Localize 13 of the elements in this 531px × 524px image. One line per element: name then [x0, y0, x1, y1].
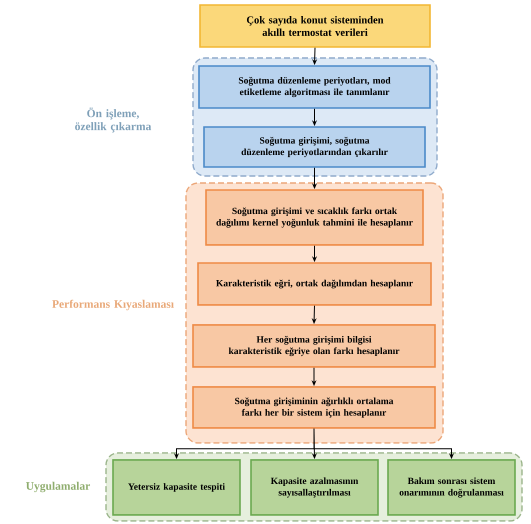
process-box: Kapasite azalmasının sayısallaştırılması	[250, 459, 379, 516]
process-box: Soğutma girişimi, soğutma düzenleme periyotlarından çıkarılır	[203, 126, 426, 168]
process-box: Karakteristik eğri, ortak dağılımdan hesaplanır	[197, 262, 432, 306]
group-label: Ön işleme, özellik çıkarma	[75, 108, 152, 132]
group-label: Uygulamalar	[26, 482, 90, 492]
process-box: Soğutma girişimi ve sıcaklık farkı ortak dağılımı kernel yoğunluk tahmini ile hesaplanır	[205, 189, 424, 246]
group-label: Performans Kıyaslaması	[52, 300, 174, 310]
process-box: Soğutma girişiminin ağırlıklı ortalama farkı her bir sistem için hesaplanır	[192, 386, 436, 429]
process-box: Soğutma düzenleme periyotları, mod etiketleme algoritması ile tanımlanır	[198, 65, 431, 109]
process-box: Çok sayıda konut sisteminden akıllı termostat verileri	[199, 4, 431, 48]
process-box: Yetersiz kapasite tespiti	[112, 459, 241, 516]
process-box: Bakım sonrası sistem onarımının doğrulanması	[387, 459, 516, 516]
process-box: Her soğutma girişimi bilgisi karakteristik eğriye olan farkı hesaplanır	[192, 324, 436, 368]
